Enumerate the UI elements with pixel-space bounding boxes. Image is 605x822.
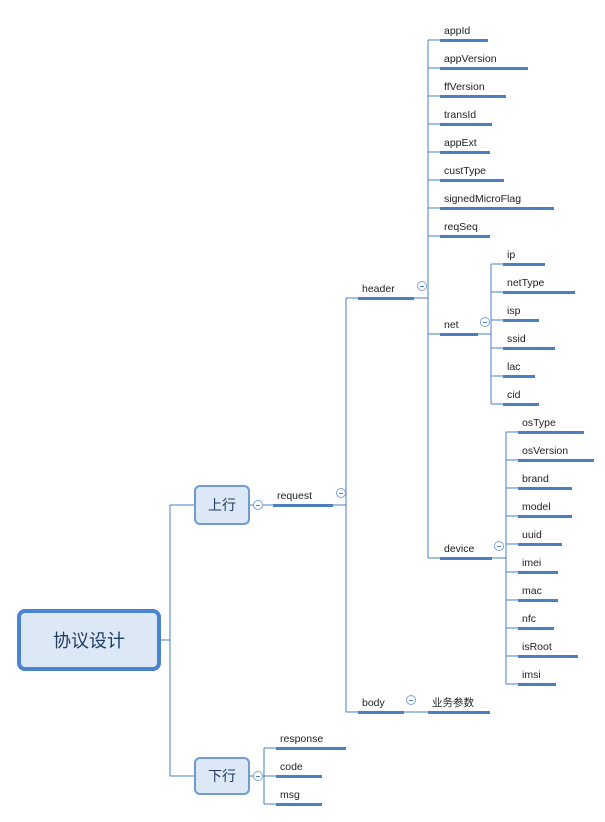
device-field-nfc-underline[interactable] xyxy=(518,627,554,630)
net-field-ssid-underline[interactable] xyxy=(503,347,555,350)
device-field-osType-label: osType xyxy=(522,417,556,429)
header-field-appId-underline[interactable] xyxy=(440,39,488,42)
header-field-signedMicroFlag-label: signedMicroFlag xyxy=(444,193,522,205)
header-field-appVersion-label: appVersion xyxy=(444,53,497,65)
device-field-imei-label: imei xyxy=(522,557,542,569)
net-node-label: net xyxy=(444,319,459,331)
header-field-transId-underline[interactable] xyxy=(440,123,492,126)
upstream-label: 上行 xyxy=(208,497,236,513)
device-field-imei-underline[interactable] xyxy=(518,571,558,574)
device-collapse-icon[interactable] xyxy=(494,541,504,551)
downstream-label: 下行 xyxy=(208,768,236,784)
root-label: 协议设计 xyxy=(53,631,125,651)
header-field-custType-label: custType xyxy=(444,165,487,177)
net-field-ip-label: ip xyxy=(507,249,516,261)
body-node-underline[interactable] xyxy=(358,711,404,714)
header-field-signedMicroFlag-underline[interactable] xyxy=(440,207,554,210)
device-field-imsi-label: imsi xyxy=(522,669,541,681)
header-field-transId-label: transId xyxy=(444,109,477,121)
downstream-field-response-label: response xyxy=(280,733,324,745)
header-node-label: header xyxy=(362,283,395,295)
device-field-uuid-label: uuid xyxy=(522,529,542,541)
upstream-node[interactable]: 上行 xyxy=(194,485,250,525)
device-field-imsi-underline[interactable] xyxy=(518,683,556,686)
header-field-appVersion-underline[interactable] xyxy=(440,67,528,70)
device-field-model-label: model xyxy=(522,501,551,513)
header-field-appExt-underline[interactable] xyxy=(440,151,490,154)
header-field-reqSeq-label: reqSeq xyxy=(444,221,478,233)
device-field-uuid-underline[interactable] xyxy=(518,543,562,546)
request-collapse-icon[interactable] xyxy=(336,488,346,498)
device-field-mac-label: mac xyxy=(522,585,542,597)
device-field-mac-underline[interactable] xyxy=(518,599,558,602)
downstream-collapse-icon[interactable] xyxy=(253,771,263,781)
body-child-node-label: 业务参数 xyxy=(432,697,474,709)
device-field-osType-underline[interactable] xyxy=(518,431,584,434)
device-node-underline[interactable] xyxy=(440,557,492,560)
device-field-isRoot-label: isRoot xyxy=(522,641,552,653)
header-field-appExt-label: appExt xyxy=(444,137,477,149)
net-field-cid-label: cid xyxy=(507,389,521,401)
net-field-netType-underline[interactable] xyxy=(503,291,575,294)
header-field-ffVersion-label: ffVersion xyxy=(444,81,485,93)
device-field-osVersion-underline[interactable] xyxy=(518,459,594,462)
net-field-lac-label: lac xyxy=(507,361,521,373)
device-field-brand-label: brand xyxy=(522,473,549,485)
net-collapse-icon[interactable] xyxy=(480,317,490,327)
downstream-field-code-underline[interactable] xyxy=(276,775,322,778)
net-field-ssid-label: ssid xyxy=(507,333,526,345)
header-field-reqSeq-underline[interactable] xyxy=(440,235,490,238)
body-node-label: body xyxy=(362,697,385,709)
device-node-label: device xyxy=(444,543,475,555)
body-collapse-icon[interactable] xyxy=(406,695,416,705)
request-node-label: request xyxy=(277,490,313,502)
device-field-nfc-label: nfc xyxy=(522,613,537,625)
net-field-netType-label: netType xyxy=(507,277,545,289)
net-field-isp-underline[interactable] xyxy=(503,319,539,322)
header-field-appId-label: appId xyxy=(444,25,471,37)
body-child-node-underline[interactable] xyxy=(428,711,490,714)
request-node-underline[interactable] xyxy=(273,504,333,507)
net-node-underline[interactable] xyxy=(440,333,478,336)
upstream-collapse-icon[interactable] xyxy=(253,500,263,510)
downstream-field-msg-underline[interactable] xyxy=(276,803,322,806)
device-field-brand-underline[interactable] xyxy=(518,487,572,490)
net-field-cid-underline[interactable] xyxy=(503,403,539,406)
header-node-underline[interactable] xyxy=(358,297,414,300)
downstream-field-code-label: code xyxy=(280,761,303,773)
device-field-model-underline[interactable] xyxy=(518,515,572,518)
net-field-ip-underline[interactable] xyxy=(503,263,545,266)
device-field-osVersion-label: osVersion xyxy=(522,445,569,457)
downstream-node[interactable]: 下行 xyxy=(194,757,250,795)
header-collapse-icon[interactable] xyxy=(417,281,427,291)
net-field-lac-underline[interactable] xyxy=(503,375,535,378)
downstream-field-msg-label: msg xyxy=(280,789,300,801)
downstream-field-response-underline[interactable] xyxy=(276,747,346,750)
device-field-isRoot-underline[interactable] xyxy=(518,655,578,658)
header-field-ffVersion-underline[interactable] xyxy=(440,95,506,98)
net-field-isp-label: isp xyxy=(507,305,521,317)
header-field-custType-underline[interactable] xyxy=(440,179,504,182)
root-node[interactable]: 协议设计 xyxy=(17,609,161,671)
